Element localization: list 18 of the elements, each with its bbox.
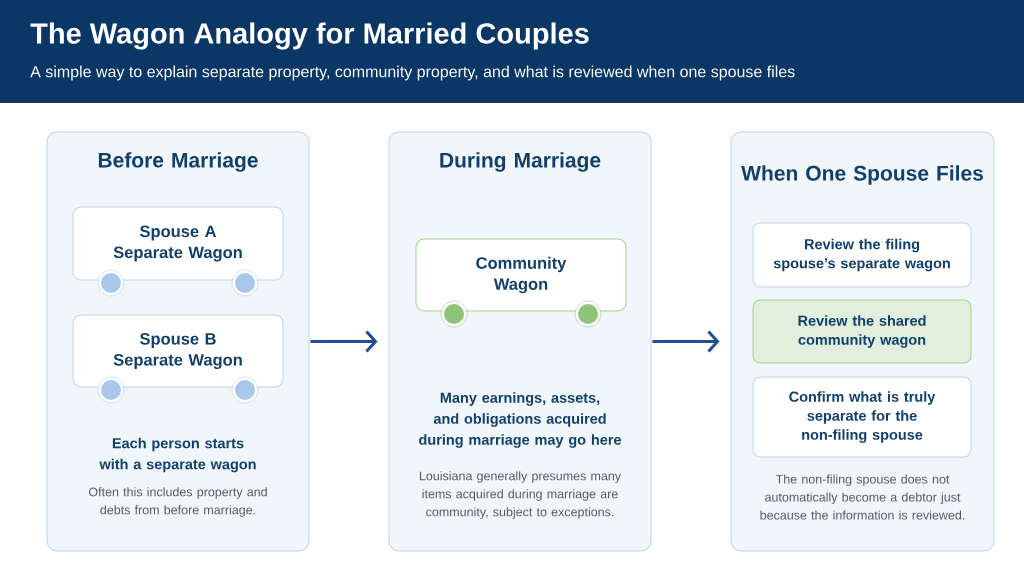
title: The Wagon Analogy for Married Couples — [30, 22, 589, 50]
panel-heading: Before Marriage — [98, 152, 258, 172]
step-card: Review the shared community wagon — [752, 299, 972, 364]
panel-summary: Many earnings, assets, and obligations acquired during marriage may go here — [419, 392, 622, 448]
panel-heading: During Marriage — [440, 152, 601, 172]
arrow — [310, 330, 378, 353]
arrow — [652, 330, 720, 353]
step-card: Confirm what is truly separate for the non-filing spouse — [752, 376, 972, 458]
wagon: Community Wagon — [415, 238, 627, 328]
wagon: Spouse B Separate Wagon — [72, 314, 284, 404]
panel-summary: Each person starts with a separate wagon — [99, 437, 256, 473]
panel-note: Louisiana generally presumes many items acquired during marriage are community, subject to exceptions. — [419, 471, 622, 519]
panel-heading: When One Spouse Files — [741, 165, 983, 185]
step-card: Review the filing spouse’s separate wagon — [752, 222, 972, 288]
subtitle: A simple way to explain separate property, community property, and what is reviewed when one spouse files — [30, 65, 795, 81]
panel-note: The non-filing spouse does not automatically become a debtor just because the information is reviewed. — [760, 474, 965, 520]
wagon: Spouse A Separate Wagon — [72, 206, 284, 297]
panel-note: Often this includes property and debts from before marriage. — [88, 487, 267, 517]
